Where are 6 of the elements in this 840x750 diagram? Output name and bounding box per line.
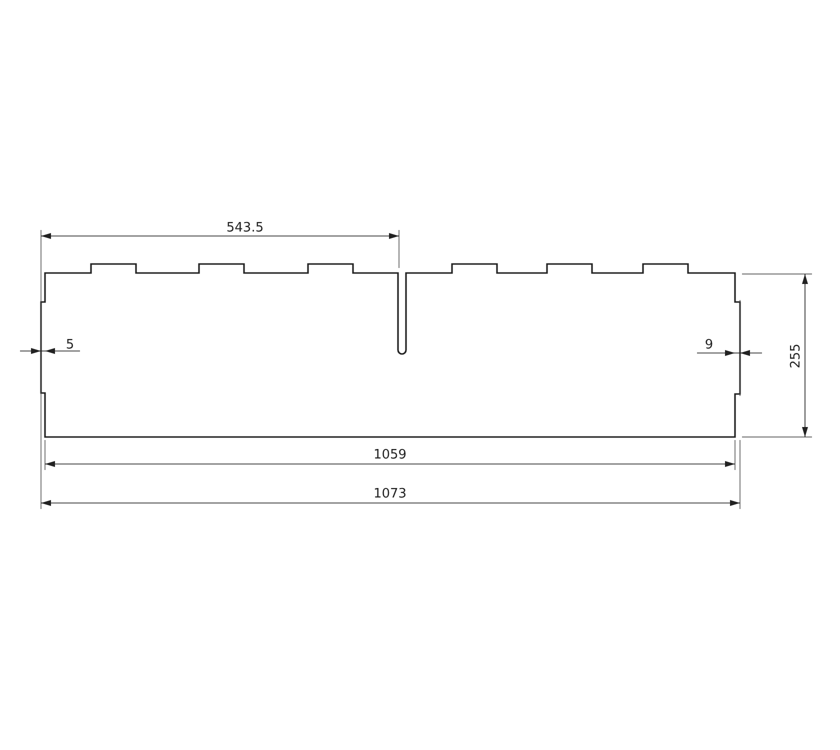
dimension-label: 5 (66, 338, 74, 352)
dimension-label: 1073 (373, 488, 407, 500)
dimension-label: 1059 (373, 448, 407, 462)
dimension-label: 255 (790, 344, 802, 368)
dimension-label: 543.5 (226, 222, 264, 234)
dimension-label: 9 (704, 338, 714, 352)
